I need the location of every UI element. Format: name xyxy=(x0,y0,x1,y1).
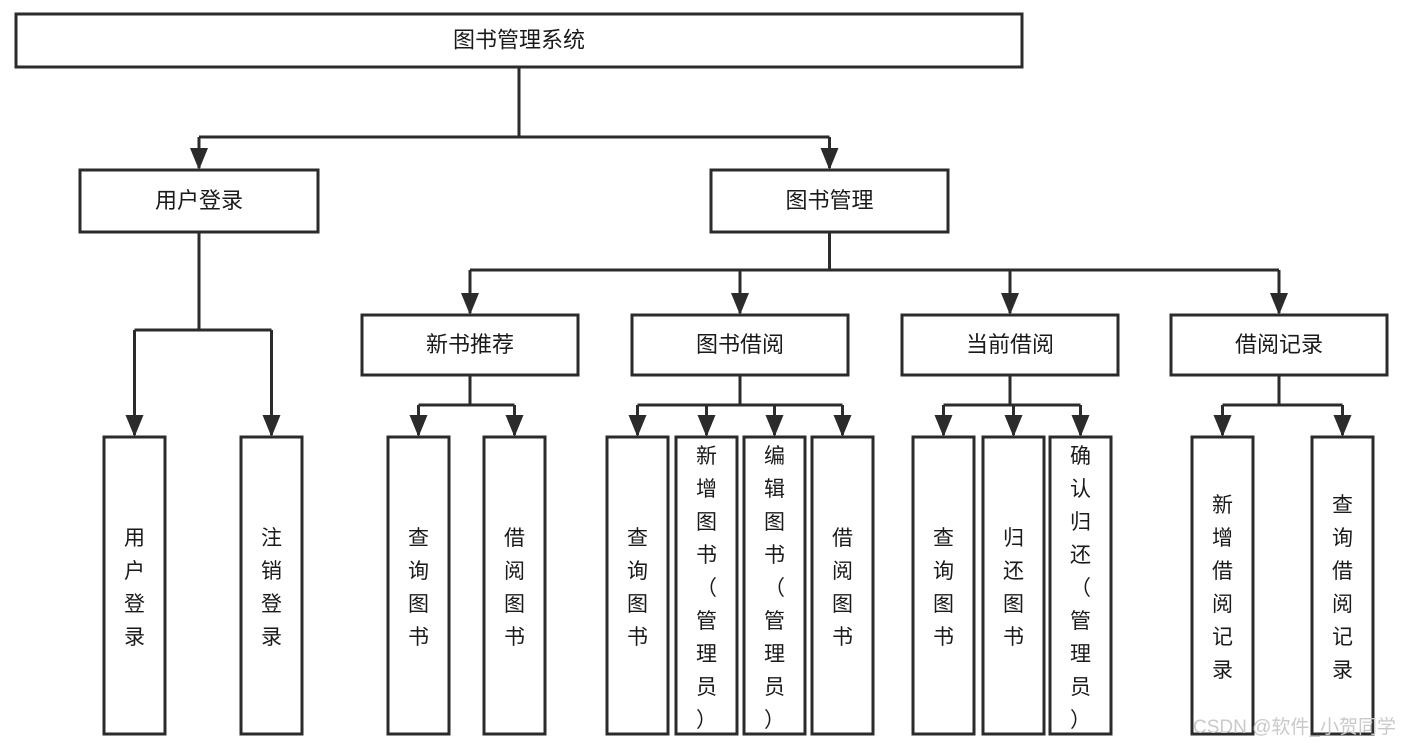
node-root-label: 图书管理系统 xyxy=(453,27,585,52)
current-borrow-to-leaves-arrow-2 xyxy=(1071,415,1090,437)
book-mgmt-to-level3-arrow-0 xyxy=(461,293,479,315)
leaf-book-borrow-0[interactable]: 查询图书 xyxy=(605,435,670,736)
node-book-management-rect[interactable] xyxy=(709,168,950,234)
leaf-book-borrow-2-rect[interactable] xyxy=(742,435,807,736)
node-book-management[interactable]: 图书管理 xyxy=(709,168,950,234)
leaf-current-borrow-1[interactable]: 归还图书 xyxy=(981,435,1046,736)
root-to-level2-arrow-0 xyxy=(190,148,208,170)
node-new-book-recommend-rect[interactable] xyxy=(360,313,580,377)
node-book-borrow[interactable]: 图书借阅 xyxy=(630,313,850,377)
book-borrow-to-leaves-arrow-3 xyxy=(833,415,852,437)
book-borrow-to-leaves-arrow-0 xyxy=(628,415,647,437)
leaf-book-borrow-3-label: 借阅图书 xyxy=(832,527,853,649)
borrow-records-to-leaves-arrow-1 xyxy=(1333,415,1352,437)
leaf-book-borrow-1-label: 新增图书（管理员） xyxy=(696,445,717,732)
user-login-to-leaves-arrow-0 xyxy=(125,415,144,437)
borrow-records-to-leaves-arrow-0 xyxy=(1213,415,1232,437)
book-mgmt-to-level3-arrow-2 xyxy=(1001,293,1019,315)
node-user-login-label: 用户登录 xyxy=(155,188,243,213)
book-borrow-to-leaves-arrow-2 xyxy=(765,415,784,437)
leaf-user-login-0-rect[interactable] xyxy=(102,435,167,736)
leaf-new-book-recommend-1-label: 借阅图书 xyxy=(504,527,525,649)
leaf-current-borrow-1-rect[interactable] xyxy=(981,435,1046,736)
leaf-book-borrow-0-label: 查询图书 xyxy=(627,527,648,649)
leaf-current-borrow-0-rect[interactable] xyxy=(911,435,976,736)
leaf-book-borrow-1[interactable]: 新增图书（管理员） xyxy=(674,435,739,736)
leaf-book-borrow-0-rect[interactable] xyxy=(605,435,670,736)
leaf-new-book-recommend-1[interactable]: 借阅图书 xyxy=(482,435,547,736)
current-borrow-to-leaves-arrow-0 xyxy=(934,415,953,437)
leaf-new-book-recommend-0-rect[interactable] xyxy=(386,435,451,736)
leaf-new-book-recommend-1-rect[interactable] xyxy=(482,435,547,736)
leaf-borrow-records-0-label: 新增借阅记录 xyxy=(1212,494,1233,682)
leaf-borrow-records-0-rect[interactable] xyxy=(1190,435,1255,736)
nodes-layer: 图书管理系统用户登录图书管理用户登录注销登录新书推荐查询图书借阅图书图书借阅查询… xyxy=(14,12,1389,736)
leaf-current-borrow-0-label: 查询图书 xyxy=(933,527,954,649)
book-mgmt-to-level3-arrow-3 xyxy=(1270,293,1288,315)
current-borrow-to-leaves-arrow-1 xyxy=(1004,415,1023,437)
leaf-user-login-0-label: 用户登录 xyxy=(124,527,145,649)
leaf-user-login-1-rect[interactable] xyxy=(239,435,304,736)
node-current-borrow-rect[interactable] xyxy=(900,313,1120,377)
node-current-borrow-label: 当前借阅 xyxy=(966,332,1054,357)
node-book-management-label: 图书管理 xyxy=(785,188,873,213)
new-book-recommend-to-leaves-arrow-0 xyxy=(409,415,428,437)
csdn-watermark: CSDN @软件_小贺同学 xyxy=(1193,716,1396,738)
leaf-user-login-1[interactable]: 注销登录 xyxy=(239,435,304,736)
leaf-borrow-records-1-label: 查询借阅记录 xyxy=(1332,494,1353,682)
node-new-book-recommend[interactable]: 新书推荐 xyxy=(360,313,580,377)
leaf-book-borrow-3-rect[interactable] xyxy=(810,435,875,736)
leaf-borrow-records-0[interactable]: 新增借阅记录 xyxy=(1190,435,1255,736)
leaf-new-book-recommend-0-label: 查询图书 xyxy=(408,527,429,649)
leaf-current-borrow-2-label: 确认归还（管理员） xyxy=(1070,445,1091,732)
leaf-book-borrow-2[interactable]: 编辑图书（管理员） xyxy=(742,435,807,736)
leaf-current-borrow-1-label: 归还图书 xyxy=(1003,527,1024,649)
leaf-current-borrow-2[interactable]: 确认归还（管理员） xyxy=(1048,435,1113,736)
node-book-borrow-label: 图书借阅 xyxy=(696,332,784,357)
leaf-new-book-recommend-0[interactable]: 查询图书 xyxy=(386,435,451,736)
node-book-borrow-rect[interactable] xyxy=(630,313,850,377)
node-borrow-records[interactable]: 借阅记录 xyxy=(1169,313,1389,377)
leaf-borrow-records-1-rect[interactable] xyxy=(1310,435,1375,736)
node-root[interactable]: 图书管理系统 xyxy=(14,12,1024,69)
leaf-current-borrow-0[interactable]: 查询图书 xyxy=(911,435,976,736)
leaf-borrow-records-1[interactable]: 查询借阅记录 xyxy=(1310,435,1375,736)
book-mgmt-to-level3-arrow-1 xyxy=(731,293,749,315)
new-book-recommend-to-leaves-arrow-1 xyxy=(505,415,524,437)
node-user-login[interactable]: 用户登录 xyxy=(78,168,320,234)
node-current-borrow[interactable]: 当前借阅 xyxy=(900,313,1120,377)
node-user-login-rect[interactable] xyxy=(78,168,320,234)
leaf-book-borrow-3[interactable]: 借阅图书 xyxy=(810,435,875,736)
node-borrow-records-label: 借阅记录 xyxy=(1235,332,1323,357)
leaf-user-login-1-label: 注销登录 xyxy=(261,527,282,649)
node-new-book-recommend-label: 新书推荐 xyxy=(426,332,514,357)
node-borrow-records-rect[interactable] xyxy=(1169,313,1389,377)
user-login-to-leaves-arrow-1 xyxy=(262,415,281,437)
leaf-book-borrow-1-rect[interactable] xyxy=(674,435,739,736)
leaf-book-borrow-2-label: 编辑图书（管理员） xyxy=(764,445,785,732)
root-to-level2-arrow-1 xyxy=(820,148,839,170)
connectors-layer xyxy=(125,67,1352,437)
leaf-current-borrow-2-rect[interactable] xyxy=(1048,435,1113,736)
node-root-rect[interactable] xyxy=(14,12,1024,69)
leaf-user-login-0[interactable]: 用户登录 xyxy=(102,435,167,736)
book-borrow-to-leaves-arrow-1 xyxy=(697,415,716,437)
